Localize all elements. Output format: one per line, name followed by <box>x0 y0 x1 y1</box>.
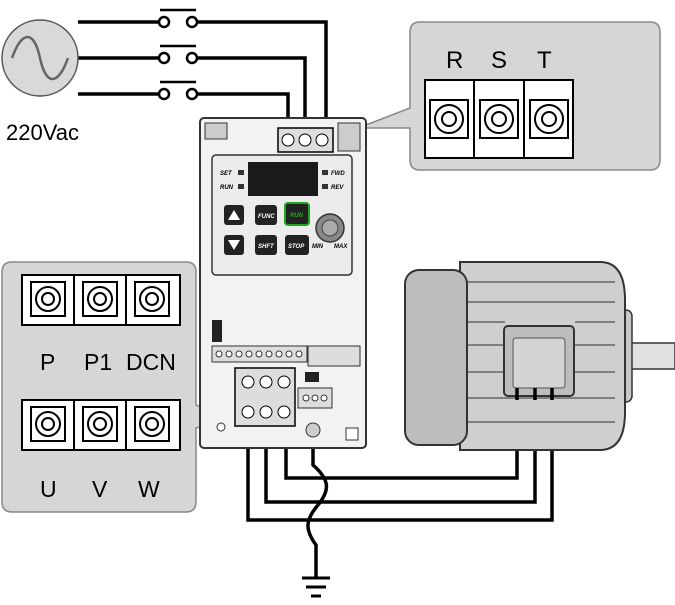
terminal-label-v: V <box>92 476 108 502</box>
motor-end-cap <box>404 269 468 446</box>
ground-screw <box>305 422 321 438</box>
ground-icon <box>302 576 330 598</box>
stop-key <box>285 235 309 255</box>
terminal-label-p1: P1 <box>84 349 112 375</box>
wire-ground <box>306 440 329 578</box>
terminal-label-p: P <box>40 349 55 375</box>
motor <box>404 261 675 451</box>
indicator-run: RUN <box>220 185 234 191</box>
terminal-label-t: T <box>537 47 552 74</box>
shft-key-label: SHFT <box>258 244 275 250</box>
wire-u <box>246 395 554 522</box>
run-key-label: RUN <box>290 213 304 219</box>
sine-icon <box>10 36 70 80</box>
run-key <box>284 202 310 226</box>
ac-source: 220Vac <box>1 19 79 145</box>
inverter-drive: SET RUN FWD REV FUNC RUN SHFT STOP MIN M… <box>199 117 367 449</box>
shft-key <box>255 235 277 255</box>
stop-key-label: STOP <box>288 244 305 250</box>
source-voltage-label: 220Vac <box>6 120 79 145</box>
terminal-label-w: W <box>138 476 160 502</box>
wire-t <box>78 92 290 128</box>
terminal-label-u: U <box>40 476 57 502</box>
terminal-label-r: R <box>446 47 463 74</box>
indicator-rev: REV <box>331 185 344 191</box>
input-terminal-callout: R S T <box>357 21 661 171</box>
indicator-set: SET <box>220 171 233 177</box>
terminal-label-dcn: DCN <box>126 349 176 375</box>
motor-lead-wires <box>515 388 554 400</box>
terminal-label-s: S <box>491 47 507 74</box>
wire-s <box>78 56 307 128</box>
func-key-label: FUNC <box>258 214 275 220</box>
output-terminal-callout: P P1 DCN U V W <box>1 261 239 513</box>
knob-max-label: MAX <box>334 244 348 250</box>
down-arrow-icon <box>228 240 240 250</box>
knob-min-label: MIN <box>312 244 324 250</box>
func-key <box>255 205 277 225</box>
breaker-switch <box>157 8 199 101</box>
wire-r <box>78 20 328 128</box>
indicator-fwd: FWD <box>331 171 345 177</box>
up-arrow-icon <box>228 210 240 220</box>
display-window <box>248 162 318 196</box>
